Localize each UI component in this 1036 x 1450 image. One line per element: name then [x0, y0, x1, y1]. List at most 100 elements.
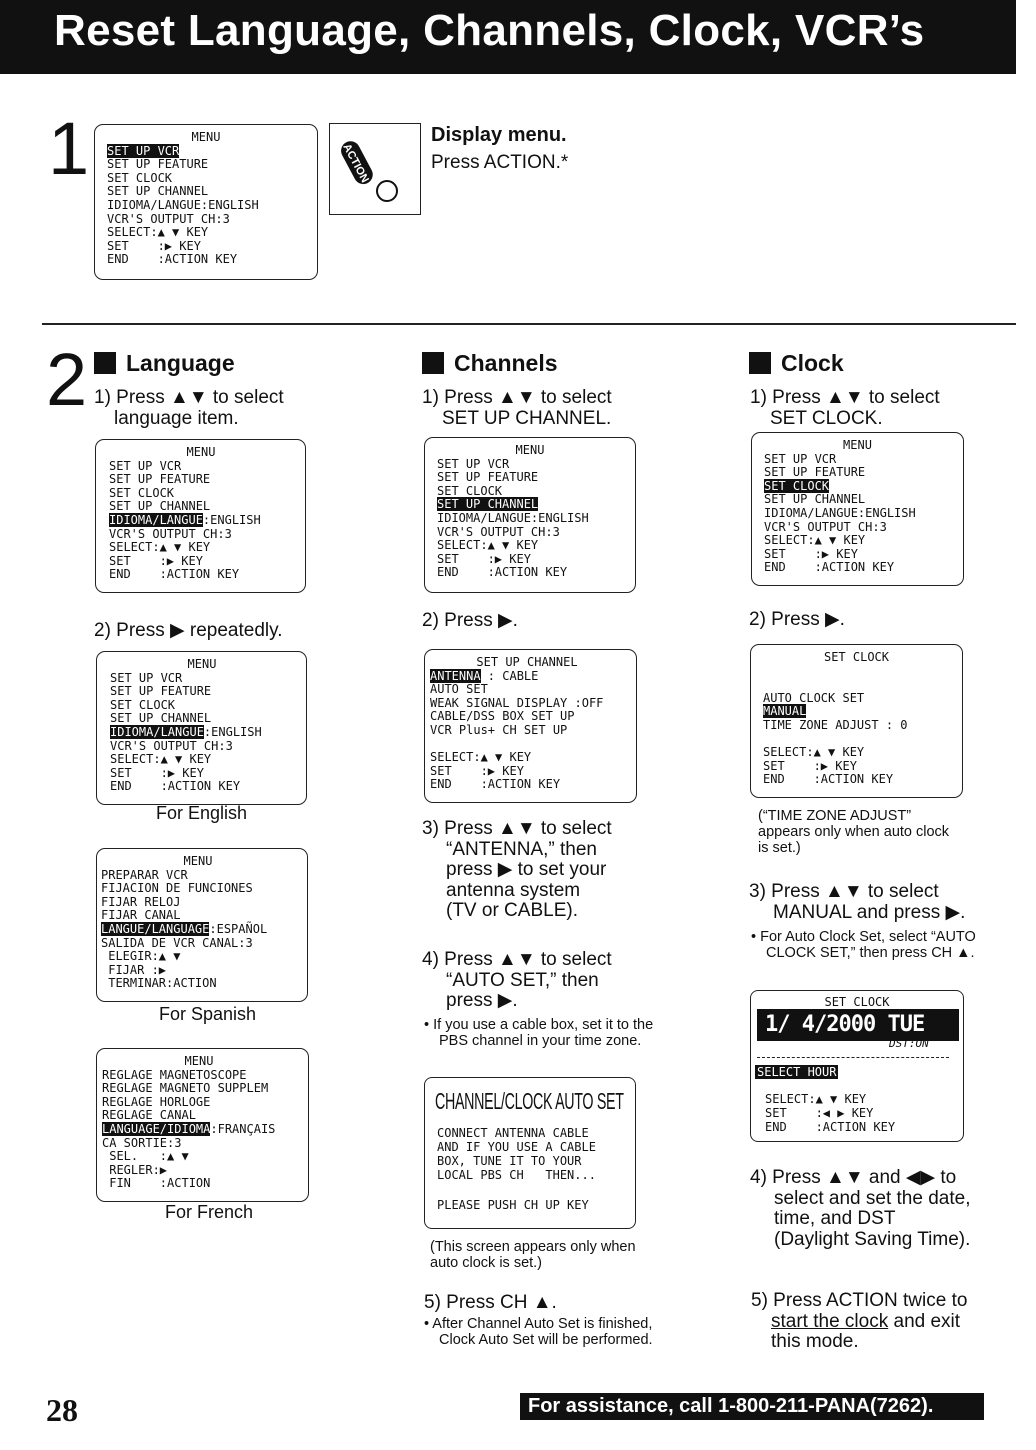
screen-line: SET UP FEATURE	[437, 470, 635, 485]
screen-text: FIJAR CANAL	[101, 908, 181, 923]
step-number-1: 1	[48, 107, 90, 190]
screen-line: IDIOMA/LANGUE:ENGLISH	[110, 724, 306, 740]
text-line: LOCAL PBS CH THEN...	[437, 1168, 596, 1182]
text-line: BOX, TUNE IT TO YOUR	[437, 1154, 582, 1168]
auto-set-push: PLEASE PUSH CH UP KEY	[437, 1198, 589, 1212]
highlighted-item: IDIOMA/LANGUE	[110, 724, 204, 739]
screen-line: VCR'S OUTPUT CH:3	[107, 212, 317, 227]
screen-line	[763, 733, 962, 747]
screen-line: SET :▶ KEY	[110, 765, 306, 781]
screen-line: SET CLOCK	[110, 698, 306, 713]
screen-text: SET :▶ KEY	[764, 546, 858, 561]
screen-text: SET UP CHANNEL	[110, 711, 212, 726]
screen-line: SET :▶ KEY	[430, 763, 636, 779]
auto-set-title: CHANNEL/CLOCK AUTO SET	[435, 1088, 624, 1114]
screen-line: AUTO SET	[430, 682, 636, 697]
screen-text: SET :▶ KEY	[110, 765, 204, 780]
caption-spanish: For Spanish	[159, 1004, 257, 1024]
screen-line: FIN :ACTION	[102, 1177, 308, 1191]
channels-step5: 5) Press CH ▲.	[424, 1292, 557, 1313]
step-number-2: 2	[46, 338, 88, 421]
highlighted-item: SET UP VCR	[107, 143, 180, 158]
screen-line: FIJACION DE FUNCIONES	[101, 881, 307, 896]
screen-line: SET UP VCR	[107, 143, 317, 159]
screen-text: :ENGLISH	[202, 512, 261, 527]
screen-text: END :ACTION KEY	[107, 252, 238, 267]
screen-line: SET :▶ KEY	[109, 554, 305, 569]
text-line: “AUTO SET,” then	[446, 969, 599, 991]
screen-line: SELECT:▲ ▼ KEY	[437, 538, 635, 553]
screen-text: SET UP VCR	[437, 456, 510, 471]
screen-line: MENU	[186, 445, 216, 459]
screen-text: FIN :ACTION	[102, 1176, 211, 1191]
screen-line: REGLER:▶	[102, 1163, 308, 1178]
screen-text: SET :▶ KEY	[430, 763, 524, 778]
screen-line: MENU	[515, 443, 545, 457]
screen-line: END :ACTION KEY	[764, 561, 963, 575]
screen-text: END :ACTION KEY	[764, 560, 895, 575]
clock-display: 1/ 4/2000 TUE 12:00PM	[757, 1009, 959, 1069]
screen-line: IDIOMA/LANGUE:ENGLISH	[437, 510, 635, 526]
screen-text: SELECT:▲ ▼ KEY	[764, 533, 866, 548]
screen-line: CA SORTIE:3	[102, 1136, 308, 1151]
screen-text: SET UP CHANNEL	[107, 184, 209, 199]
screen-text: SET UP VCR	[110, 670, 183, 685]
highlighted-item: IDIOMA/LANGUE	[109, 512, 203, 527]
assistance-banner: For assistance, call 1-800-211-PANA(7262…	[520, 1393, 984, 1420]
screen-line: SET UP VCR	[110, 670, 306, 686]
screen-line: SET :▶ KEY	[764, 546, 963, 562]
text-line: 3) Press ▲▼ to select	[422, 818, 612, 839]
screen-line: SET UP CHANNEL	[110, 712, 306, 726]
screen-text: FIJAR :▶	[101, 962, 167, 977]
screen-line: SELECT:▲ ▼ KEY	[430, 750, 636, 765]
screen-text: SET CLOCK	[109, 485, 175, 500]
channels-heading: Channels	[422, 350, 558, 377]
screen-line: IDIOMA/LANGUE:ENGLISH	[107, 197, 317, 213]
screen-text: AUTO SET	[430, 682, 488, 697]
screen-text: IDIOMA/LANGUE:ENGLISH	[107, 197, 259, 212]
highlighted-item: LANGUE/LANGUAGE	[101, 921, 210, 936]
select-hour-highlight: SELECT HOUR	[755, 1065, 839, 1079]
screen-text: SET UP FEATURE	[109, 472, 211, 487]
screen-line: FIJAR CANAL	[101, 909, 307, 923]
screen-text: IDIOMA/LANGUE:ENGLISH	[437, 510, 589, 525]
screen-line: FIJAR RELOJ	[101, 895, 307, 910]
screen-text: SET UP CHANNEL	[109, 499, 211, 514]
screen-line: END :ACTION KEY	[109, 568, 305, 582]
step1-text: Press ACTION.*	[431, 152, 569, 173]
screen-line: SET CLOCK	[107, 171, 317, 186]
channels-bullet-cable-box: • If you use a cable box, set it to the …	[424, 1017, 654, 1049]
screen-text: REGLAGE MAGNETOSCOPE	[102, 1067, 247, 1082]
screen-line: END :ACTION KEY	[110, 780, 306, 794]
screen-line: SET :▶ KEY	[107, 239, 317, 254]
screen-line: SET :▶ KEY	[437, 552, 635, 567]
screen-line: SALIDA DE VCR CANAL:3	[101, 936, 307, 951]
text-line: CONNECT ANTENNA CABLE	[437, 1126, 589, 1140]
screen-line: SET CLOCK	[823, 650, 890, 664]
screen-text: :ESPAÑOL	[209, 921, 268, 936]
step1-title: Display menu.	[431, 124, 567, 146]
language-heading: Language	[94, 350, 235, 377]
highlighted-item: SET CLOCK	[764, 478, 830, 493]
screen-text: TERMINAR:ACTION	[101, 976, 217, 991]
screen-line: MENU	[191, 130, 221, 144]
screen-line: MENU	[184, 1054, 214, 1068]
highlighted-item: ANTENNA	[430, 668, 481, 683]
screen-line: ANTENNA : CABLE	[430, 668, 636, 684]
screen-line: END :ACTION KEY	[437, 566, 635, 580]
text-line: SELECT:▲ ▼ KEY	[765, 1092, 867, 1106]
text-line: “ANTENNA,” then	[446, 838, 597, 860]
screen-line: MANUAL	[763, 704, 962, 719]
auto-set-screen: CHANNEL/CLOCK AUTO SET CONNECT ANTENNA C…	[424, 1077, 636, 1229]
screen-line: IDIOMA/LANGUE:ENGLISH	[109, 512, 305, 528]
screen-text: VCR Plus+ CH SET UP	[430, 722, 568, 737]
screen-line: AUTO CLOCK SET	[763, 691, 962, 706]
screen-text: REGLAGE CANAL	[102, 1108, 196, 1123]
page-title: Reset Language, Channels, Clock, VCR’s	[54, 6, 925, 55]
screen-text: VCR'S OUTPUT CH:3	[109, 526, 232, 541]
clock-note: (“TIME ZONE ADJUST” appears only when au…	[758, 808, 950, 856]
